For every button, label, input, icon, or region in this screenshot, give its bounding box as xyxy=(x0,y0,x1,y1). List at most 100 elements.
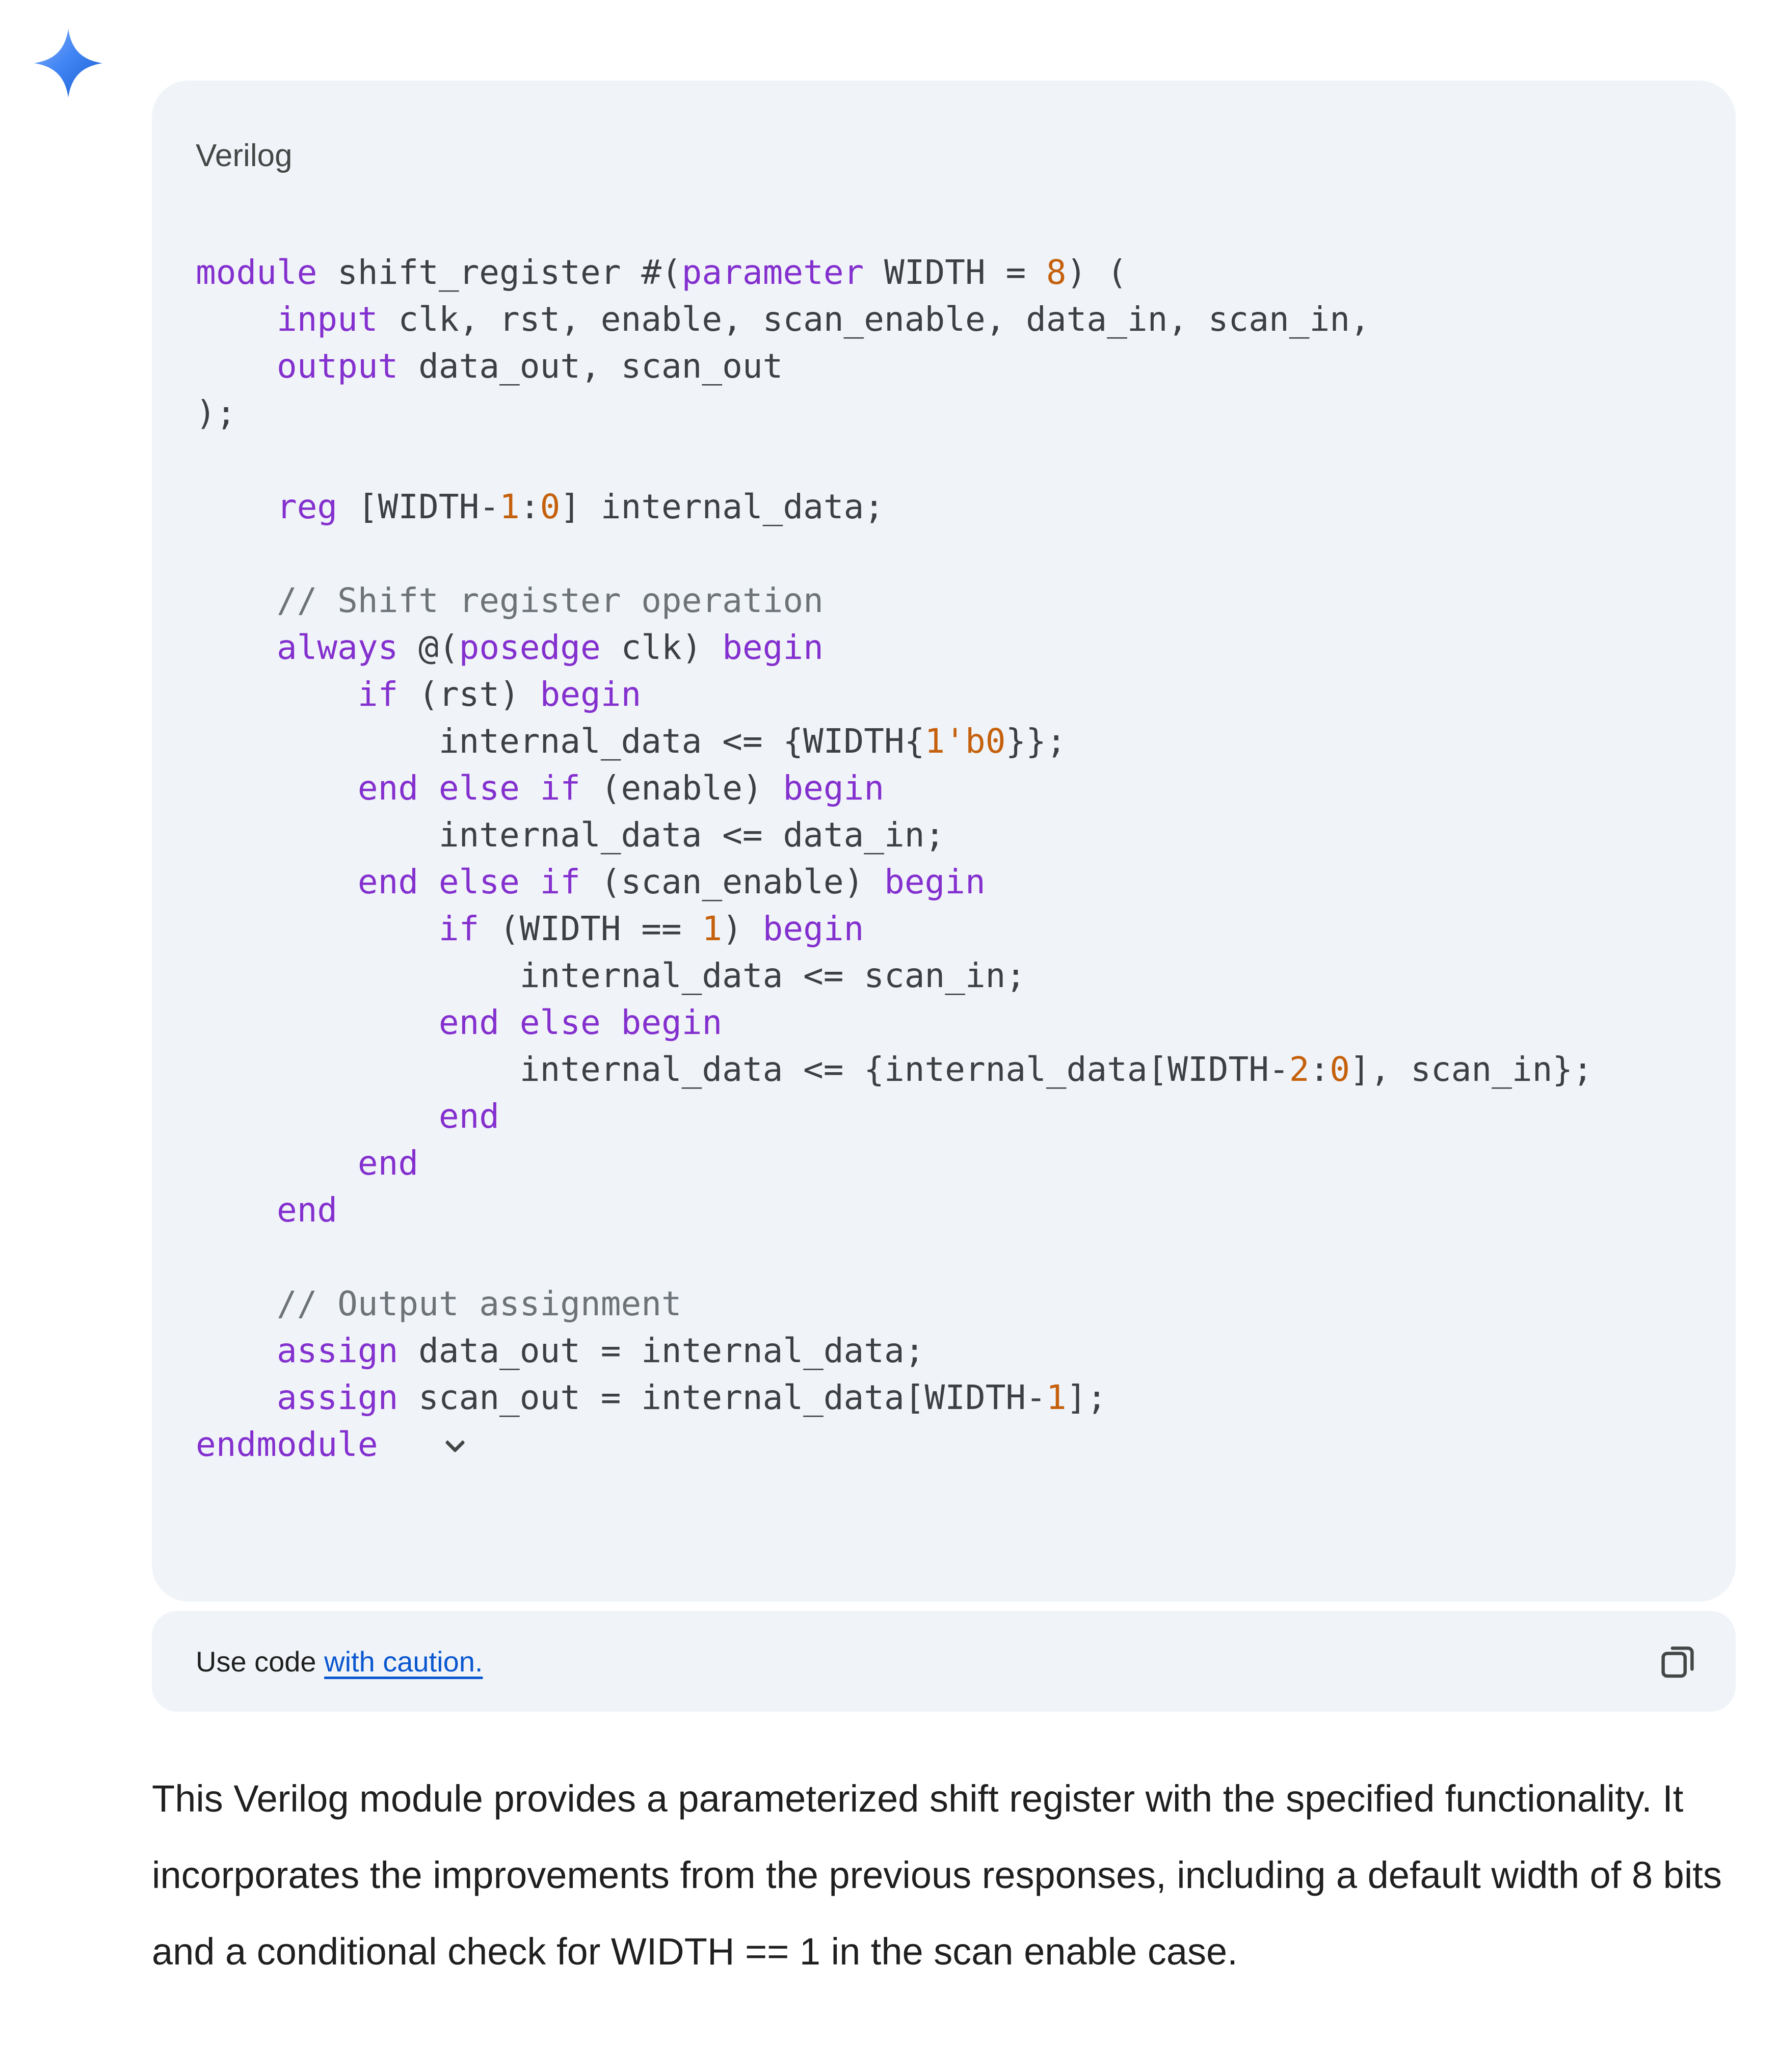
code-token-kw: end xyxy=(276,1190,338,1230)
code-line: // Shift register operation xyxy=(196,577,1720,624)
code-token-pl: scan_out = internal_data[WIDTH- xyxy=(398,1378,1046,1417)
assistant-response: Verilog module shift_register #(paramete… xyxy=(152,81,1736,1990)
code-line: end else if (scan_enable) begin xyxy=(196,859,1720,906)
with-caution-link[interactable]: with caution. xyxy=(324,1645,483,1678)
code-token-kw: begin xyxy=(884,862,986,901)
code-token-kw: input xyxy=(276,300,378,339)
code-token-kw: posedge xyxy=(459,628,601,667)
code-token-kw: if xyxy=(540,768,581,808)
code-line: // Output assignment xyxy=(196,1281,1720,1327)
code-token-pl xyxy=(378,1425,439,1464)
code-line: if (WIDTH == 1) begin xyxy=(196,906,1720,952)
code-token-pl xyxy=(196,440,216,480)
code-token-kw: begin xyxy=(783,768,885,808)
code-token-pl: data_out = internal_data; xyxy=(398,1331,925,1370)
code-token-pl: internal_data <= {WIDTH{ xyxy=(196,722,925,761)
code-token-kw: endmodule xyxy=(196,1425,378,1464)
code-header: Verilog xyxy=(152,81,1736,174)
code-token-pl xyxy=(196,862,358,901)
code-token-kw: else xyxy=(438,768,520,808)
code-token-kw: assign xyxy=(276,1331,399,1370)
code-line: output data_out, scan_out xyxy=(196,343,1720,390)
code-token-kw: end xyxy=(357,1144,419,1183)
code-token-pl xyxy=(196,347,277,386)
code-token-pl: : xyxy=(519,487,540,526)
code-token-pl: : xyxy=(1309,1050,1330,1089)
code-token-pl: ]; xyxy=(1066,1378,1107,1417)
code-token-kw: always xyxy=(276,628,399,667)
code-token-kw: assign xyxy=(276,1378,399,1417)
code-line: always @(posedge clk) begin xyxy=(196,624,1720,671)
code-token-pl xyxy=(196,628,277,667)
code-line xyxy=(196,437,1720,484)
code-token-pl: @( xyxy=(398,628,459,667)
code-line: endmodule xyxy=(196,1421,1720,1468)
code-line: end else begin xyxy=(196,999,1720,1046)
caution-text: Use code with caution. xyxy=(196,1645,483,1678)
code-token-kw: end xyxy=(438,1003,500,1042)
code-token-num: 0 xyxy=(540,487,561,526)
code-line: internal_data <= {WIDTH{1'b0}}; xyxy=(196,718,1720,765)
code-token-pl: clk, rst, enable, scan_enable, data_in, … xyxy=(378,300,1370,339)
code-line: internal_data <= data_in; xyxy=(196,812,1720,859)
code-token-pl xyxy=(418,768,439,808)
code-token-kw: output xyxy=(276,347,399,386)
code-token-kw: if xyxy=(357,675,399,714)
code-token-pl: ) xyxy=(722,909,763,948)
code-line: ); xyxy=(196,390,1720,437)
code-token-pl xyxy=(499,1003,520,1042)
code-token-pl xyxy=(196,909,439,948)
code-token-pl xyxy=(520,768,540,808)
code-token-pl: internal_data <= {internal_data[WIDTH- xyxy=(196,1050,1289,1089)
code-token-num: 1 xyxy=(1046,1378,1067,1417)
code-token-pl: internal_data <= scan_in; xyxy=(196,956,1026,995)
code-line: if (rst) begin xyxy=(196,671,1720,718)
code-token-pl xyxy=(196,1284,277,1323)
code-token-pl: ); xyxy=(196,393,236,433)
code-token-kw: end xyxy=(357,768,419,808)
code-token-kw: parameter xyxy=(681,253,864,292)
code-token-num: 1'b0 xyxy=(924,722,1006,761)
code-token-pl xyxy=(196,581,277,620)
code-token-kw: reg xyxy=(276,487,338,526)
gemini-sparkle-icon xyxy=(33,28,104,99)
copy-code-button[interactable] xyxy=(1653,1637,1702,1686)
code-token-pl xyxy=(196,487,277,526)
copy-icon xyxy=(1661,1646,1694,1678)
code-token-pl xyxy=(196,675,358,714)
code-token-pl xyxy=(196,534,216,573)
code-line: end xyxy=(196,1140,1720,1187)
code-token-kw: if xyxy=(540,862,581,901)
code-token-pl xyxy=(196,300,277,339)
code-token-pl xyxy=(196,1190,277,1230)
code-language-label: Verilog xyxy=(196,138,293,173)
code-token-pl: (rst) xyxy=(398,675,540,714)
code-token-num: 1 xyxy=(499,487,520,526)
code-token-kw: module xyxy=(196,253,317,292)
code-token-cm: // Shift register operation xyxy=(276,581,824,620)
code-line: assign scan_out = internal_data[WIDTH-1]… xyxy=(196,1374,1720,1421)
code-token-pl xyxy=(196,1097,439,1136)
code-token-pl xyxy=(601,1003,621,1042)
explanation-text: This Verilog module provides a parameter… xyxy=(152,1777,1722,1973)
code-line: end else if (enable) begin xyxy=(196,765,1720,812)
code-token-pl xyxy=(196,1237,216,1277)
code-token-pl: internal_data <= data_in; xyxy=(196,815,945,855)
code-line: end xyxy=(196,1093,1720,1140)
code-line: internal_data <= {internal_data[WIDTH-2:… xyxy=(196,1046,1720,1093)
code-line: end xyxy=(196,1187,1720,1234)
code-token-pl: ) ( xyxy=(1066,253,1127,292)
collapse-code-icon[interactable] xyxy=(445,1432,465,1453)
code-token-kw: begin xyxy=(762,909,864,948)
code-token-num: 8 xyxy=(1046,253,1067,292)
code-token-kw: else xyxy=(438,862,520,901)
code-token-pl xyxy=(196,1331,277,1370)
code-token-kw: begin xyxy=(621,1003,723,1042)
code-token-kw: begin xyxy=(722,628,824,667)
code-token-pl xyxy=(196,1378,277,1417)
code-token-num: 0 xyxy=(1330,1050,1350,1089)
code-token-num: 2 xyxy=(1289,1050,1310,1089)
code-line: assign data_out = internal_data; xyxy=(196,1327,1720,1374)
code-token-pl: data_out, scan_out xyxy=(398,347,783,386)
use-code-text: Use code xyxy=(196,1645,325,1678)
